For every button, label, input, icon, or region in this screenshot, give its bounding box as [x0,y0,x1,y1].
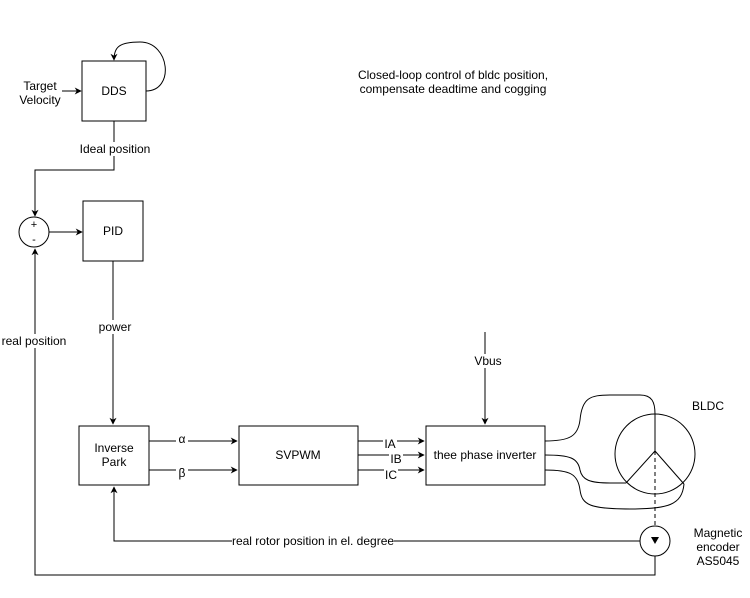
target-velocity-label-2: Velocity [19,93,60,107]
pid-label: PID [103,224,123,238]
inverse-park-label-1: Inverse [94,441,134,455]
encoder-label-1: Magnetic [694,526,743,540]
inverter-label: thee phase inverter [434,448,537,462]
rotor-position-label: real rotor position in el. degree [232,534,394,548]
ideal-position-label: Ideal position [80,142,151,156]
inverter-block[interactable]: thee phase inverter [425,425,546,486]
minus-sign: - [32,234,36,246]
encoder-label-3: AS5045 [697,554,740,568]
phase-c-wire [544,469,685,510]
pid-block[interactable]: PID [82,200,144,262]
real-position-label: real position [2,334,67,348]
phase-b-wire [544,454,626,484]
rotor-position-wire [110,486,640,542]
summing-junction: + - [18,216,50,248]
dds-feedback-loop [110,41,166,92]
real-position-wire [31,248,656,576]
dds-block[interactable]: DDS [81,60,147,122]
title-line-1: Closed-loop control of bldc position, [358,68,548,82]
plus-sign: + [31,219,37,231]
title-line-2: compensate deadtime and cogging [360,82,547,96]
svpwm-block[interactable]: SVPWM [238,425,359,486]
vbus-label: Vbus [474,354,501,368]
beta-label: β [179,466,186,480]
ic-label: IC [385,468,397,482]
phase-a-wire [544,394,656,442]
magnetic-encoder[interactable] [639,525,671,557]
ia-label: IA [384,437,395,451]
ib-label: IB [390,452,401,466]
target-velocity-label-1: Target [23,79,57,93]
svpwm-label: SVPWM [275,448,320,462]
diagram-title: Closed-loop control of bldc position, co… [358,68,548,96]
bldc-label: BLDC [692,399,724,413]
dds-label: DDS [101,84,126,98]
alpha-label: α [179,432,186,446]
power-label: power [99,320,132,334]
inverse-park-label-2: Park [102,455,128,469]
encoder-label-2: encoder [696,540,739,554]
inverse-park-block[interactable]: Inverse Park [78,425,150,486]
